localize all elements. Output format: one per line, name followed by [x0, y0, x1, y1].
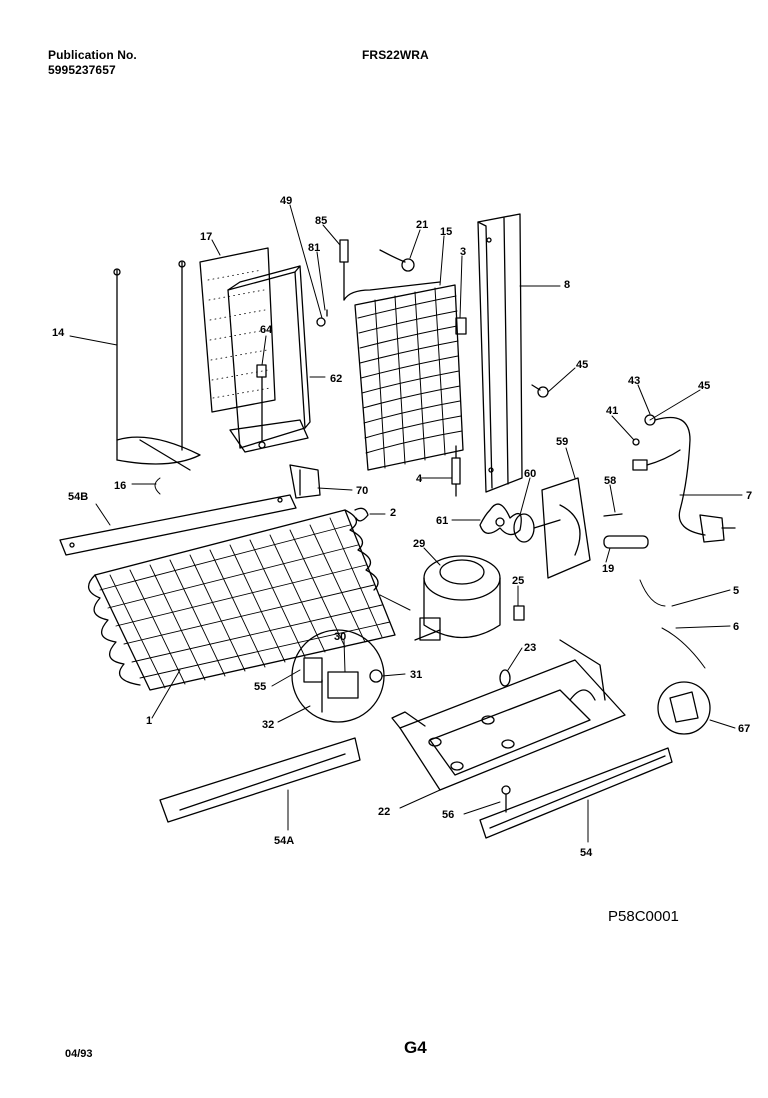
grommet-23-part [499, 669, 511, 687]
screw-56-part [501, 785, 511, 813]
callout-64: 64 [260, 324, 273, 336]
callout-15: 15 [440, 226, 452, 238]
grommet-25-part [513, 605, 525, 621]
callout-67: 67 [738, 723, 750, 735]
callout-49: 49 [280, 195, 292, 207]
fan-motor-part [513, 513, 561, 543]
callout-81: 81 [308, 242, 320, 254]
callout-21: 21 [416, 219, 428, 231]
callout-55: 55 [254, 681, 266, 693]
callout-1: 1 [146, 715, 152, 727]
insulation-panel-part [199, 247, 276, 413]
callout-41: 41 [606, 405, 618, 417]
bracket-54a-part [159, 737, 361, 823]
callout-85: 85 [315, 215, 327, 227]
callout-7: 7 [746, 490, 752, 502]
callout-45-upper: 45 [576, 359, 588, 371]
callout-59: 59 [556, 436, 568, 448]
screw-41-part [632, 438, 640, 446]
callout-22: 22 [378, 806, 390, 818]
callout-19: 19 [602, 563, 614, 575]
clip-2-part [354, 507, 369, 522]
condenser-part [88, 509, 396, 691]
publication-label: Publication No. [48, 48, 137, 62]
screw-part [256, 364, 267, 449]
connector-part [339, 239, 349, 301]
callout-5: 5 [733, 585, 739, 597]
callout-60: 60 [524, 468, 536, 480]
screw-45-part [531, 384, 549, 398]
callout-14: 14 [52, 327, 65, 339]
callout-70: 70 [356, 485, 368, 497]
callout-43: 43 [628, 375, 640, 387]
callout-54: 54 [580, 847, 593, 859]
base-pan-part [391, 639, 626, 791]
callout-29: 29 [413, 538, 425, 550]
drier-part [451, 445, 461, 497]
channel-part [477, 213, 523, 493]
evaporator-coil-part [343, 281, 464, 471]
callout-16: 16 [114, 480, 126, 492]
page-code: G4 [404, 1038, 427, 1057]
callout-3: 3 [460, 246, 466, 258]
callout-17: 17 [200, 231, 212, 243]
callout-2: 2 [390, 507, 396, 519]
callout-56: 56 [442, 809, 454, 821]
callout-54b: 54B [68, 491, 88, 503]
sensor-part [379, 249, 415, 272]
clip-3-part [455, 317, 467, 335]
bracket-54-part [479, 747, 673, 839]
callout-62: 62 [330, 373, 342, 385]
callout-61: 61 [436, 515, 448, 527]
clip-part [316, 309, 328, 327]
callout-58: 58 [604, 475, 616, 487]
bracket-54b-part [59, 494, 297, 556]
screw-58-part [603, 513, 623, 517]
callout-54a: 54A [274, 835, 294, 847]
callout-45-right: 45 [698, 380, 710, 392]
callout-23: 23 [524, 642, 536, 654]
callout-32: 32 [262, 719, 274, 731]
power-cord-part [632, 416, 736, 543]
fan-blade-part [479, 503, 522, 536]
publication-date: 04/93 [65, 1048, 93, 1060]
model-number: FRS22WRA [362, 48, 429, 62]
leader-lines [69, 204, 743, 843]
callout-25: 25 [512, 575, 524, 587]
callout-8: 8 [564, 279, 570, 291]
callout-4: 4 [416, 473, 423, 485]
fan-shroud-part [541, 477, 591, 579]
compressor-part [414, 555, 501, 641]
callout-6: 6 [733, 621, 739, 633]
tube-assembly-part [113, 260, 201, 471]
evaporator-cover-part [227, 265, 311, 453]
tube-19-part [603, 535, 649, 549]
callout-30: 30 [334, 631, 346, 643]
drawing-code: P58C0001 [608, 908, 679, 925]
bracket-part [289, 464, 321, 499]
foot-detail-circle [657, 681, 711, 735]
publication-number: 5995237657 [48, 63, 116, 77]
callout-31: 31 [410, 669, 422, 681]
